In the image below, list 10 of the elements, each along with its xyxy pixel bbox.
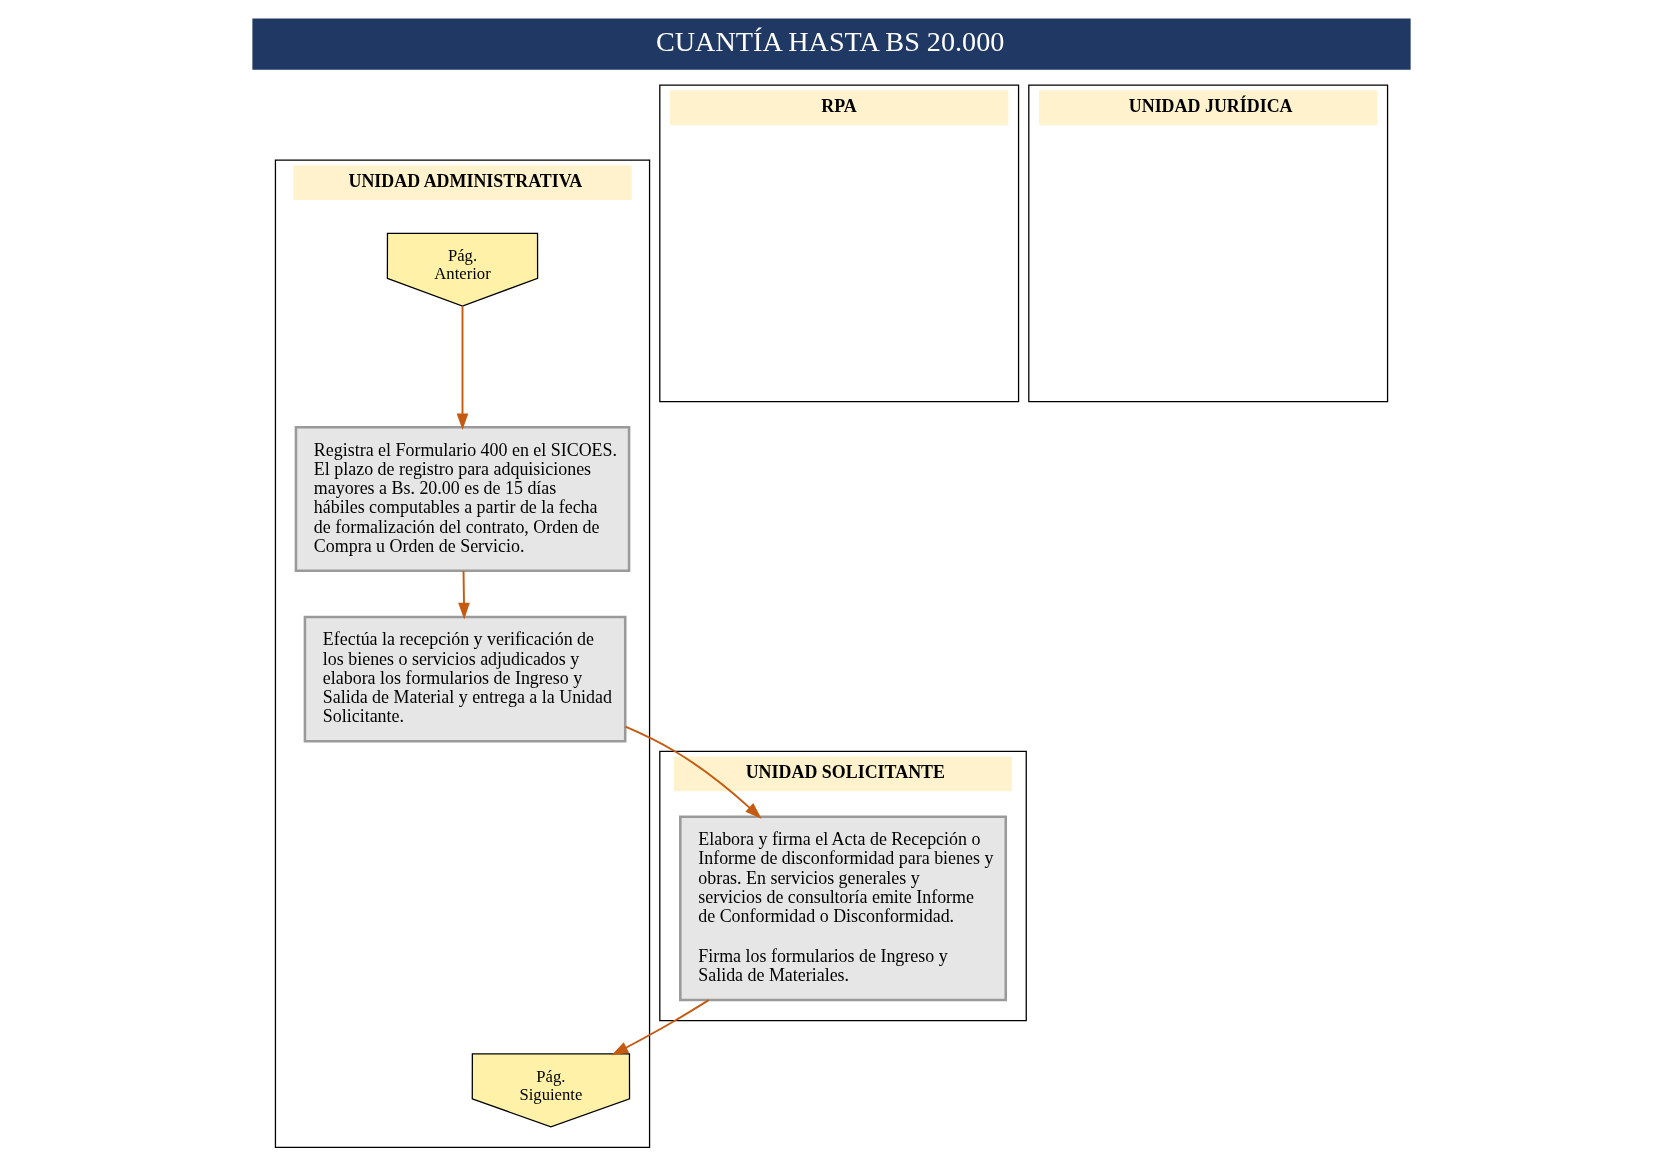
node-box: Registra el Formulario 400 en el SICOES. El plazo de registro para adquisiciones mayores a Bs. 20.00 es de 15 días hábiles computables a partir de la fecha de formalización del contrato, Orden de Compra u Orden de Servicio. (294, 426, 630, 573)
arrow (457, 570, 470, 620)
node-box: UNIDAD JURÍDICA (1027, 84, 1388, 403)
arrow (456, 305, 468, 431)
diagram-title: CUANTÍA HASTA BS 20.000 (655, 26, 1004, 58)
node-box: Efectúa la recepción y verificación de los bienes o servicios adjudicados y elabora los formularios de Ingreso y Salida de Material y entrega a la Unidad Solicitante. (303, 615, 626, 743)
node-box: RPA (658, 84, 1019, 403)
arrow (624, 725, 762, 819)
node-box: Elabora y firma el Acta de Recepción o Informe de disconformidad para bienes y obras. En servicios generales y servicios de consultoría emite Informe de Conformidad o Disconformidad. Firma los formularios de Ingreso y Salida de Materiales. (678, 815, 1007, 1002)
arrow (611, 999, 710, 1056)
